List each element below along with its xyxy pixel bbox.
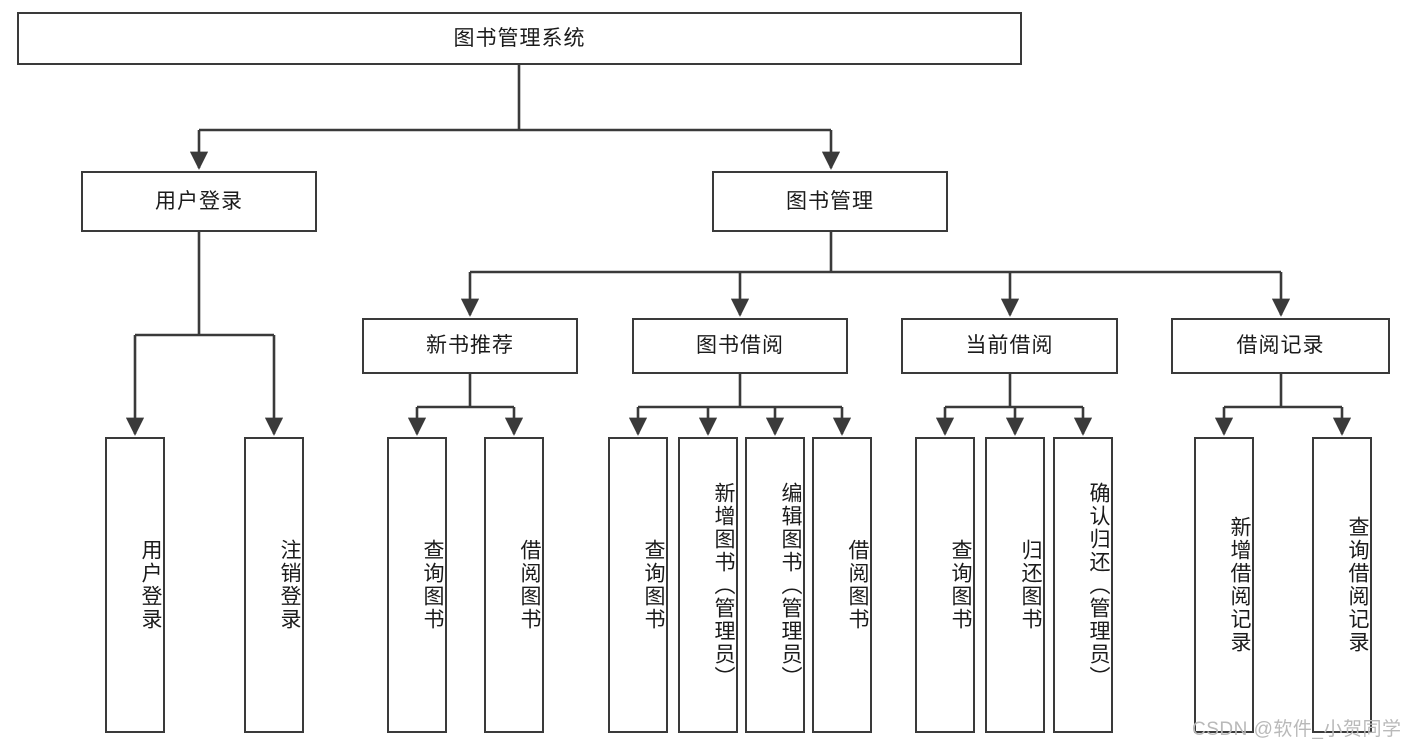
csdn-watermark: CSDN @软件_小贺同学: [1192, 719, 1402, 740]
node-book-borrow[interactable]: 图书借阅: [632, 318, 848, 374]
leaf-label: 查询借阅记录: [1346, 516, 1369, 654]
leaf-label: 查询图书: [421, 539, 444, 631]
leaf-book-borrow-borrow-book[interactable]: 借阅图书: [812, 437, 872, 733]
leaf-borrow-record-add-record[interactable]: 新增借阅记录: [1194, 437, 1254, 733]
leaf-book-borrow-edit-book[interactable]: 编辑图书（管理员）: [745, 437, 805, 733]
node-current-borrow[interactable]: 当前借阅: [901, 318, 1118, 374]
leaf-label: 编辑图书（管理员）: [779, 481, 802, 689]
node-borrow-record-label: 借阅记录: [1236, 334, 1325, 358]
leaf-label: 新增图书（管理员）: [712, 481, 735, 689]
node-root-label: 图书管理系统: [453, 26, 586, 50]
node-new-book-recommend-label: 新书推荐: [426, 334, 514, 358]
leaf-label: 用户登录: [139, 539, 162, 631]
leaf-borrow-record-query-record[interactable]: 查询借阅记录: [1312, 437, 1372, 733]
leaf-label: 查询图书: [949, 539, 972, 631]
node-user-login-label: 用户登录: [155, 189, 243, 213]
leaf-label: 注销登录: [278, 539, 301, 631]
leaf-book-borrow-query-book[interactable]: 查询图书: [608, 437, 668, 733]
node-current-borrow-label: 当前借阅: [965, 334, 1054, 358]
leaf-user-login-logout[interactable]: 注销登录: [244, 437, 304, 733]
node-user-login[interactable]: 用户登录: [81, 171, 317, 232]
leaf-user-login-login[interactable]: 用户登录: [105, 437, 165, 733]
node-book-management[interactable]: 图书管理: [712, 171, 948, 232]
leaf-label: 查询图书: [642, 539, 665, 631]
leaf-current-borrow-return-book[interactable]: 归还图书: [985, 437, 1045, 733]
node-book-borrow-label: 图书借阅: [696, 334, 784, 358]
leaf-new-book-borrow-book[interactable]: 借阅图书: [484, 437, 544, 733]
leaf-new-book-query-book[interactable]: 查询图书: [387, 437, 447, 733]
node-root[interactable]: 图书管理系统: [17, 12, 1022, 65]
leaf-label: 归还图书: [1019, 539, 1042, 631]
leaf-label: 借阅图书: [518, 539, 541, 631]
leaf-current-borrow-query-book[interactable]: 查询图书: [915, 437, 975, 733]
leaf-label: 新增借阅记录: [1228, 516, 1251, 654]
leaf-label: 确认归还（管理员）: [1087, 481, 1110, 689]
node-borrow-record[interactable]: 借阅记录: [1171, 318, 1390, 374]
node-book-management-label: 图书管理: [786, 189, 874, 213]
leaf-book-borrow-add-book[interactable]: 新增图书（管理员）: [678, 437, 738, 733]
leaf-current-borrow-confirm-return[interactable]: 确认归还（管理员）: [1053, 437, 1113, 733]
node-new-book-recommend[interactable]: 新书推荐: [362, 318, 578, 374]
leaf-label: 借阅图书: [846, 539, 869, 631]
